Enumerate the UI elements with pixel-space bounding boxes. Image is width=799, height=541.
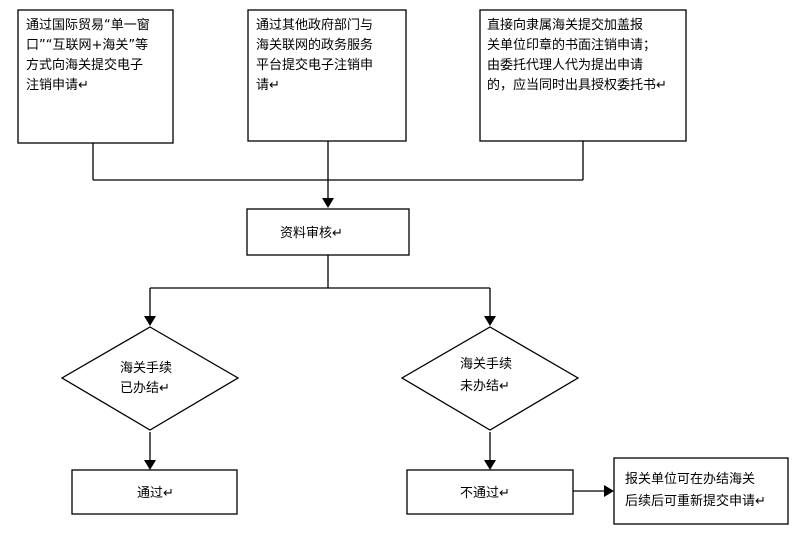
box-paper-application-text: 直接向隶属海关提交加盖报关单位印章的书面注销申请； 由委托代理人代为提出申请的，应… — [487, 17, 667, 93]
decision-procedures-not-done: 海关手续未办结↵ — [400, 326, 580, 431]
box-fail-text: 不通过↵ — [460, 486, 510, 501]
text-line: 平台提交电子注销申 — [256, 57, 373, 73]
box-pass-text: 通过↵ — [137, 486, 174, 501]
arrow-to-decision-not-done — [484, 316, 496, 326]
arrow-to-decision-done — [144, 316, 156, 326]
decision-procedures-not-done-text: 海关手续未办结↵ — [460, 357, 512, 394]
box-reapply-note-text: 报关单位可在办结海关后续后可重新提交申请↵ — [625, 472, 766, 509]
arrow-to-fail — [484, 460, 496, 470]
text-line: 不通过↵ — [460, 486, 510, 501]
box-gov-platform-text: 通过其他政府部门与海关联网的政务服务平台提交电子注销申请↵ — [256, 18, 373, 93]
text-line: 报关单位可在办结海关 — [625, 472, 755, 487]
decision-procedures-done-text: 海关手续已办结↵ — [120, 361, 172, 396]
box-reapply-note: 报关单位可在办结海关后续后可重新提交申请↵ — [613, 457, 789, 525]
connectors — [92, 141, 614, 497]
text-line: 通过其他政府部门与 — [256, 18, 373, 33]
text-line: 的，应当同时出具授权委托书↵ — [487, 77, 667, 93]
box-single-window: 通过国际贸易“单一窗口”“互联网+海关”等方式向海关提交电子注销申请↵ — [17, 9, 174, 144]
arrow-to-note — [604, 485, 614, 497]
text-line: 资料审核↵ — [280, 226, 343, 241]
arrow-to-review — [322, 198, 334, 208]
decision-procedures-done: 海关手续已办结↵ — [60, 326, 240, 431]
text-line: 直接向隶属海关提交加盖报 — [487, 17, 643, 33]
text-line: 海关手续 — [460, 357, 512, 372]
box-fail: 不通过↵ — [406, 469, 574, 515]
box-single-window-text: 通过国际贸易“单一窗口”“互联网+海关”等方式向海关提交电子注销申请↵ — [26, 17, 150, 93]
box-gov-platform: 通过其他政府部门与海关联网的政务服务平台提交电子注销申请↵ — [247, 9, 407, 142]
text-line: 海关联网的政务服务 — [256, 37, 373, 53]
text-line: 已办结↵ — [120, 381, 170, 396]
box-paper-application: 直接向隶属海关提交加盖报关单位印章的书面注销申请； 由委托代理人代为提出申请的，应… — [479, 9, 687, 142]
text-line: 口”“互联网+海关”等 — [26, 37, 148, 53]
text-line: 请↵ — [256, 78, 280, 93]
text-line: 后续后可重新提交申请↵ — [625, 493, 766, 509]
box-review-text: 资料审核↵ — [280, 226, 343, 241]
text-line: 海关手续 — [120, 361, 172, 376]
text-line: 未办结↵ — [460, 379, 510, 394]
text-line: 由委托代理人代为提出申请 — [487, 57, 643, 73]
text-line: 关单位印章的书面注销申请； — [487, 37, 656, 53]
text-line: 方式向海关提交电子 — [26, 57, 143, 73]
text-line: 通过国际贸易“单一窗 — [26, 17, 150, 33]
box-pass: 通过↵ — [71, 469, 238, 515]
arrow-to-pass — [144, 460, 156, 470]
text-line: 注销申请↵ — [26, 78, 89, 93]
text-line: 通过↵ — [137, 486, 174, 501]
box-review: 资料审核↵ — [246, 208, 410, 256]
